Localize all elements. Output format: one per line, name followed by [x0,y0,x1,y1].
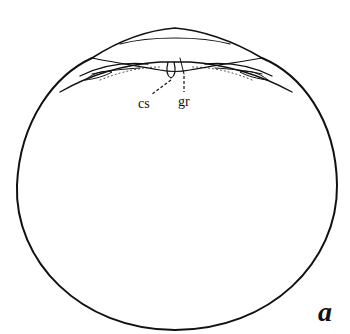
part-label: cs [138,97,150,111]
part-label: gr [178,95,190,109]
figure-letter: a [318,298,332,326]
